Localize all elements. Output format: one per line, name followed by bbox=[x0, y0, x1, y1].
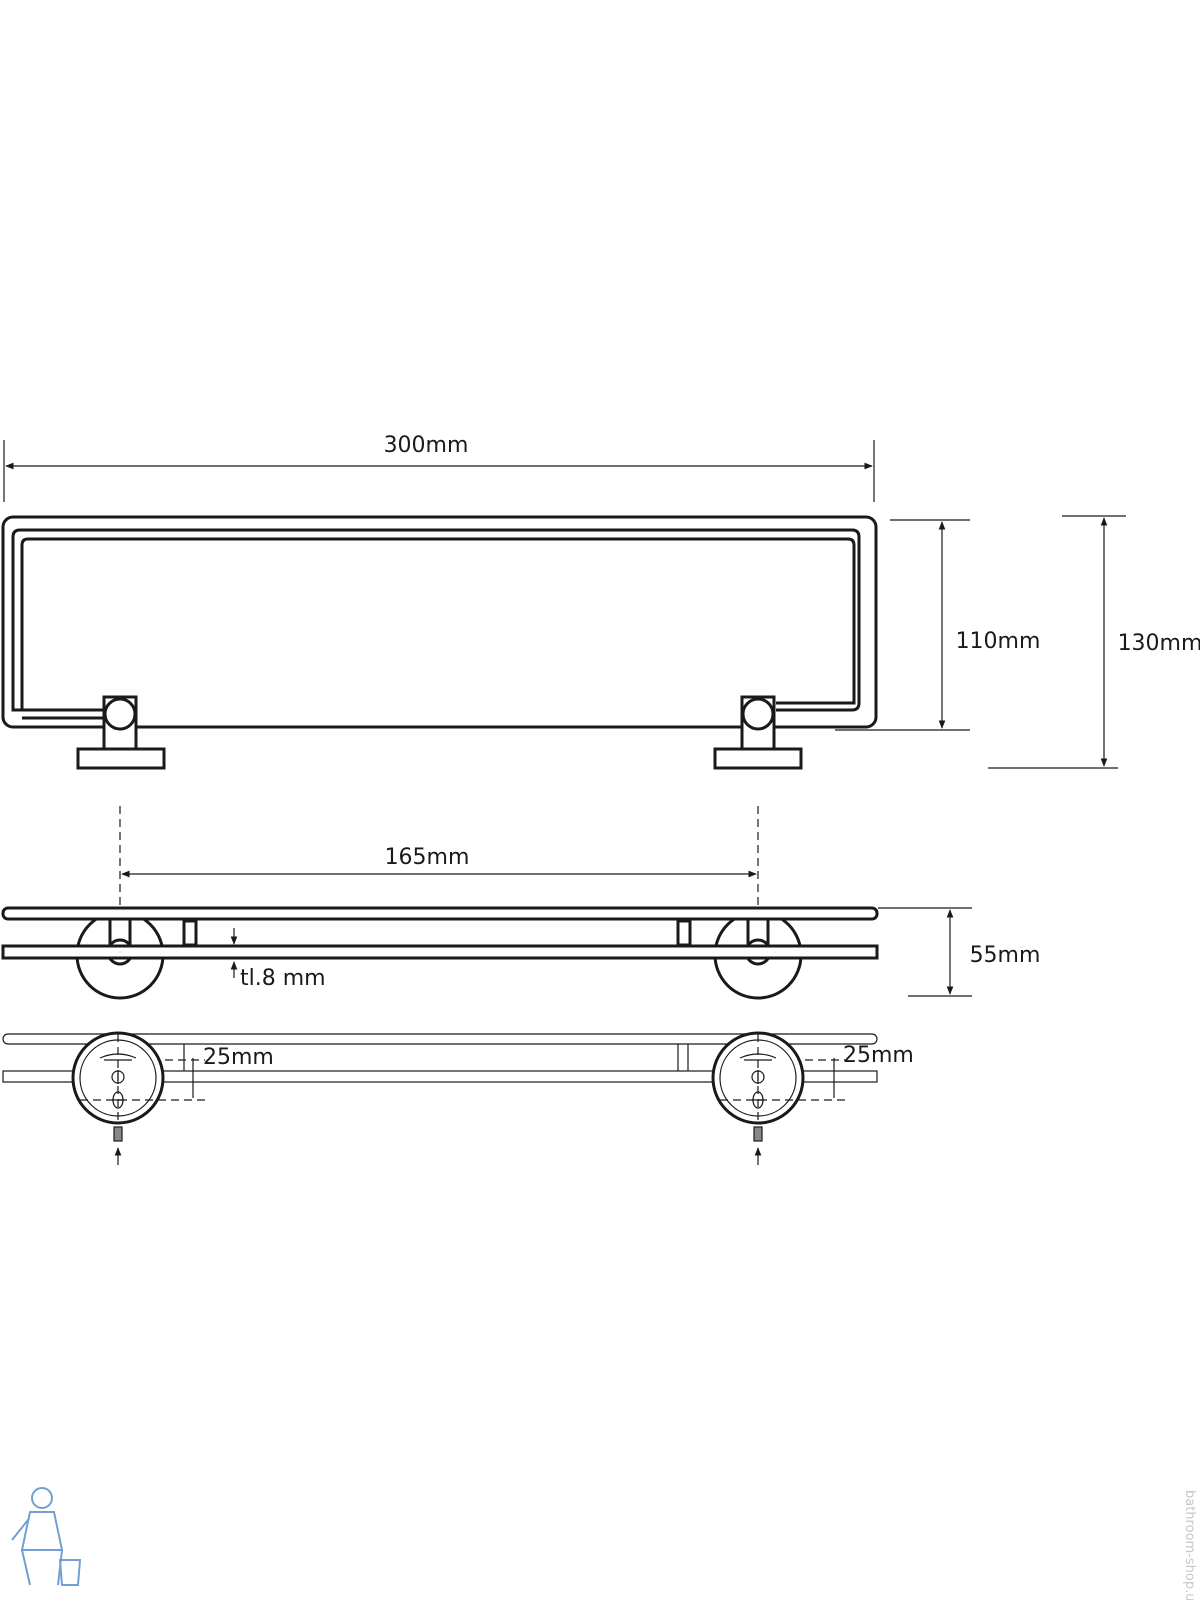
mount-spacing-dimension-label: 165mm bbox=[385, 845, 470, 870]
screw-left bbox=[113, 1126, 123, 1142]
left-mount-plate bbox=[71, 1031, 205, 1125]
total-depth-dimension-label: 130mm bbox=[1118, 631, 1200, 656]
front-glass bbox=[1, 944, 879, 960]
rail-outer-line bbox=[11, 528, 854, 712]
screw-offset-left-label: 25mm bbox=[203, 1045, 274, 1070]
thickness-label: tl.8 mm bbox=[240, 966, 326, 991]
width-dimension-label: 300mm bbox=[384, 433, 469, 458]
left-bracket bbox=[76, 695, 166, 770]
mounting-view: 25mm 25mm bbox=[2, 1031, 914, 1165]
rail-inner-line bbox=[20, 537, 856, 710]
front-view: 165mm tl.8 mm 55mm bbox=[1, 845, 1041, 1000]
front-rail bbox=[1, 906, 879, 921]
glass-shelf-outline bbox=[1, 515, 878, 729]
right-bracket bbox=[713, 695, 803, 770]
height-dimension-label: 55mm bbox=[970, 943, 1041, 968]
glass-clip-left bbox=[182, 919, 198, 947]
rail-outer-line-right bbox=[776, 528, 861, 712]
top-view: 300mm 110mm 130mm bbox=[1, 433, 1200, 770]
screw-offset-right-label: 25mm bbox=[843, 1043, 914, 1068]
screw-right bbox=[753, 1126, 763, 1142]
watermark-text: bathroom-shop.ua bbox=[1182, 1490, 1197, 1600]
mounting-rail bbox=[2, 1033, 878, 1045]
plumber-logo-icon bbox=[11, 1487, 82, 1586]
right-mount-plate bbox=[711, 1031, 845, 1125]
glass-depth-dimension-label: 110mm bbox=[956, 629, 1041, 654]
mounting-glass bbox=[2, 1070, 878, 1083]
glass-clip-right bbox=[676, 919, 692, 947]
